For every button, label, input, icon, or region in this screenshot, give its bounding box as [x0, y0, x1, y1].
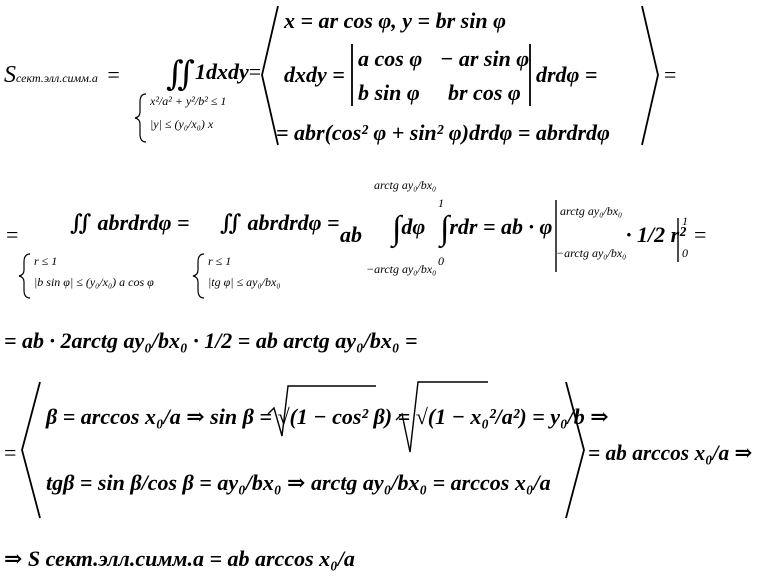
r-upper-limit: 1 — [438, 196, 444, 210]
line4-lead-eq: = — [4, 440, 17, 465]
double-integral-2: ∬ abrdrdφ = — [70, 210, 190, 235]
beta-definition-row: β = arccos x₀/a ⇒ sin β = √(1 − cos² β) … — [46, 404, 609, 429]
sqrt-sign-1 — [267, 385, 376, 437]
double-integral-3: ∬ abrdrdφ = — [220, 210, 340, 235]
line3-expression: = ab · 2arctg ay₀/bx₀ · 1/2 = ab arctg a… — [4, 328, 418, 353]
eval-upper: arctg ay₀/bx₀ — [560, 204, 623, 218]
r-lower-limit: 0 — [438, 254, 444, 268]
ab-factor: ab — [340, 222, 362, 247]
line2-tail-eq: = — [694, 222, 707, 247]
phi-upper-limit: arctg ay₀/bx₀ — [374, 178, 437, 192]
jacobian-rhs: drdφ = — [536, 62, 598, 87]
line1-tail-eq: = — [664, 62, 677, 87]
substitution-row: x = ar cos φ, y = br sin φ — [284, 8, 506, 33]
jacobian-result-row: = abr(cos² φ + sin² φ)drdφ = abrdrdφ — [276, 120, 610, 145]
brace-region-3 — [192, 253, 205, 299]
angle-bracket-left-1 — [261, 5, 279, 146]
line2-lead-eq: = — [6, 222, 19, 247]
angle-bracket-right-1 — [641, 5, 659, 146]
region-condition-3: r ≤ 1 |tg φ| ≤ ay₀/bx₀ — [208, 254, 281, 289]
lhs-area: Sсект.элл.симм.а = — [4, 62, 120, 88]
half-r-squared: · 1/2 r² — [626, 222, 686, 247]
angle-bracket-left-2 — [21, 381, 41, 519]
tg-beta-row: tgβ = sin β/cos β = ay₀/bx₀ ⇒ arctg ay₀/… — [46, 470, 551, 495]
jacobian-a22: br cos φ — [448, 80, 521, 105]
jacobian-a21: b sin φ — [358, 80, 420, 105]
brace-region-2 — [18, 253, 31, 299]
brace-region-1 — [134, 93, 147, 143]
dphi-integral: ∫dφ — [392, 210, 426, 247]
jacobian-a12: − ar sin φ — [440, 46, 530, 71]
r-eval-top: 1 — [682, 214, 688, 228]
jacobian-a11: a cos φ — [358, 46, 423, 71]
r-eval-bottom: 0 — [682, 246, 688, 260]
line4-tail: = ab arccos x₀/a ⇒ — [588, 440, 753, 465]
region-condition-1: x²/a² + y²/b² ≤ 1 |y| ≤ (y₀/x₀) x — [150, 94, 227, 131]
sqrt-sign-2 — [395, 381, 488, 453]
final-result: ⇒ S сект.элл.симм.а = ab arccos x₀/a — [4, 546, 355, 571]
angle-bracket-right-2 — [565, 381, 585, 519]
phi-lower-limit: −arctg ay₀/bx₀ — [366, 262, 437, 276]
double-integral-1: ∬1dxdy= — [166, 56, 262, 93]
eval-lower: −arctg ay₀/bx₀ — [556, 246, 627, 260]
rdr-integral: ∫rdr = ab · φ — [440, 210, 553, 247]
jacobian-lhs: dxdy = — [284, 62, 345, 87]
region-condition-2: r ≤ 1 |b sin φ| ≤ (y₀/x₀) a cos φ — [34, 254, 154, 289]
